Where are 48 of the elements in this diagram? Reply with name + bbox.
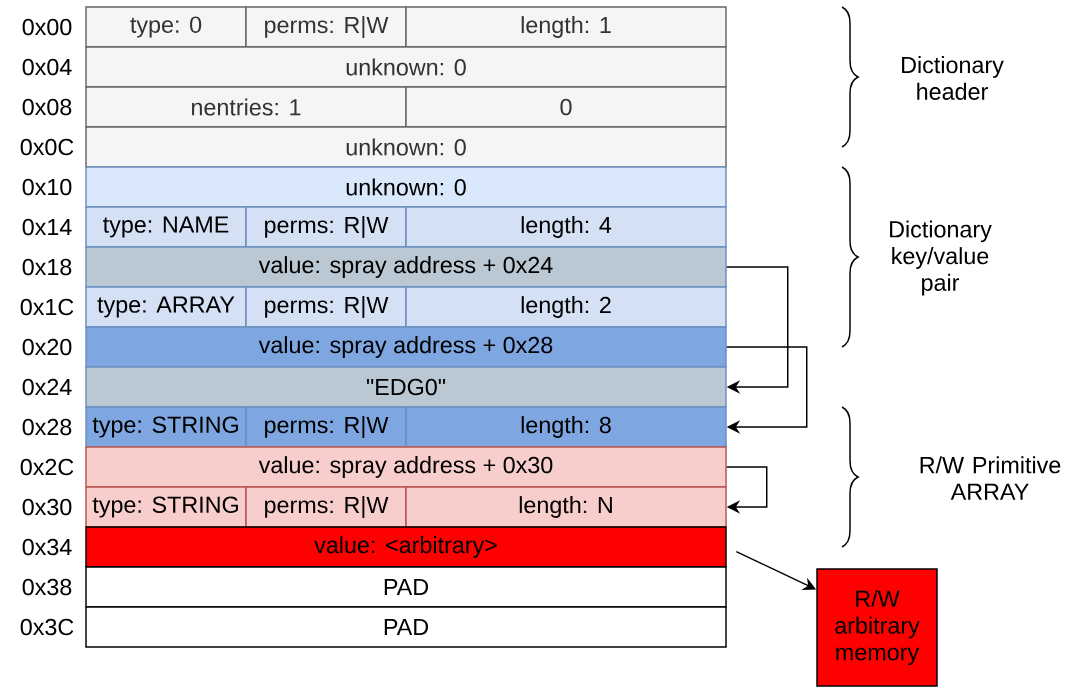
table-cell: PAD bbox=[85, 606, 727, 648]
table-cell: type: 0 bbox=[85, 6, 247, 48]
table-cell: perms: R|W bbox=[245, 6, 407, 48]
address-label: 0x1C bbox=[20, 298, 74, 316]
table-cell: unknown: 0 bbox=[85, 166, 727, 208]
address-label: 0x0C bbox=[20, 138, 74, 156]
table-cell: perms: R|W bbox=[245, 406, 407, 448]
table-cell: length: 4 bbox=[405, 206, 727, 248]
address-label: 0x24 bbox=[22, 378, 72, 396]
address-label: 0x30 bbox=[22, 498, 72, 516]
table-cell: value: <arbitrary> bbox=[85, 526, 727, 568]
table-cell: length: 1 bbox=[405, 6, 727, 48]
address-label: 0x08 bbox=[22, 98, 72, 116]
table-cell: length: 8 bbox=[405, 406, 727, 448]
address-label: 0x34 bbox=[22, 538, 72, 556]
table-cell: type: STRING bbox=[85, 406, 247, 448]
table-cell: value: spray address + 0x24 bbox=[85, 246, 727, 288]
table-cell: unknown: 0 bbox=[85, 126, 727, 168]
address-label: 0x00 bbox=[22, 18, 72, 36]
address-label: 0x18 bbox=[22, 258, 72, 276]
address-label: 0x2C bbox=[20, 458, 74, 476]
brace-label: Dictionary header bbox=[902, 56, 1004, 100]
brace-label: R/W Primitive ARRAY bbox=[920, 456, 1061, 500]
table-cell: 0 bbox=[405, 86, 727, 128]
table-cell: nentries: 1 bbox=[85, 86, 407, 128]
table-cell: type: STRING bbox=[85, 486, 247, 528]
address-label: 0x10 bbox=[22, 178, 72, 196]
table-cell: length: N bbox=[405, 486, 727, 528]
arrow bbox=[726, 266, 789, 394]
table-cell: perms: R|W bbox=[245, 486, 407, 528]
table-cell: type: ARRAY bbox=[85, 286, 247, 328]
address-label: 0x38 bbox=[22, 578, 72, 596]
arrow bbox=[726, 466, 768, 514]
arrow bbox=[726, 346, 808, 434]
table-cell: type: NAME bbox=[85, 206, 247, 248]
table-cell: "EDG0" bbox=[85, 366, 727, 408]
table-cell: PAD bbox=[85, 566, 727, 608]
address-label: 0x3C bbox=[20, 618, 74, 636]
address-label: 0x20 bbox=[22, 338, 72, 356]
table-cell: perms: R|W bbox=[245, 206, 407, 248]
address-label: 0x28 bbox=[22, 418, 72, 436]
table-cell: perms: R|W bbox=[245, 286, 407, 328]
address-label: 0x14 bbox=[22, 218, 72, 236]
memory-box: R/W arbitrary memory bbox=[816, 568, 938, 687]
table-cell: length: 2 bbox=[405, 286, 727, 328]
brace-label: Dictionary key/value pair bbox=[890, 220, 992, 296]
address-label: 0x04 bbox=[22, 58, 72, 76]
table-cell: value: spray address + 0x28 bbox=[85, 326, 727, 368]
